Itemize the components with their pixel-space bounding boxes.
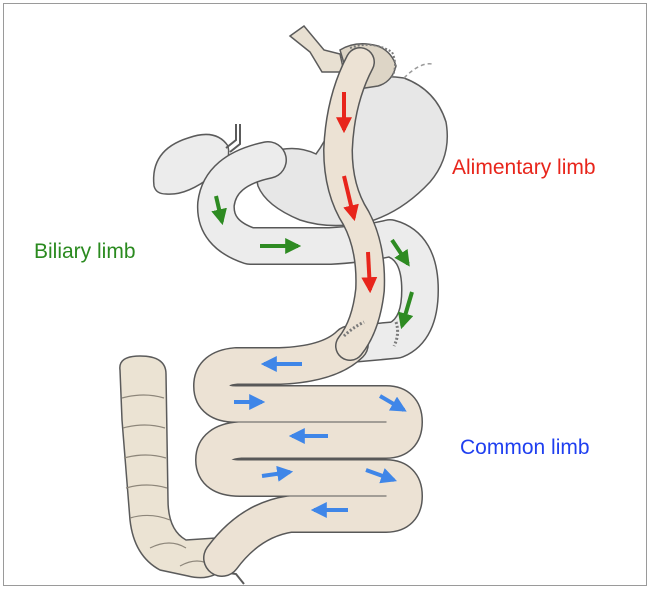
red-arrow [368,252,370,290]
esophagus-icon [290,26,344,72]
common-limb-label: Common limb [460,436,590,460]
biliary-limb-label: Biliary limb [34,240,136,264]
alimentary-limb-label: Alimentary limb [452,156,596,180]
